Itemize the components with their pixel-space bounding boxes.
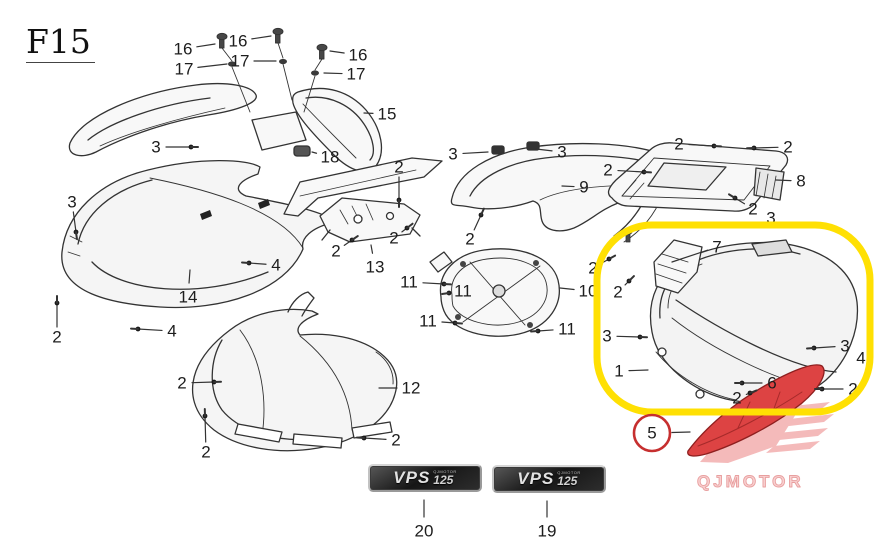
- frame-10-line-art: [429, 248, 560, 337]
- badge-vps-text: VPS: [517, 469, 555, 488]
- panel-12-line-art: [192, 291, 398, 452]
- badge-sub-brand: QJMOTOR: [557, 470, 581, 475]
- rear-carrier-line-art: [68, 27, 383, 173]
- badge-vps-text: VPS: [393, 468, 431, 487]
- rack-8-line-art: [607, 142, 789, 212]
- panel-14-line-art: [61, 160, 332, 309]
- badge-number: 125: [557, 474, 578, 488]
- trim-strip-line-art: [283, 157, 443, 217]
- bracket-13-line-art: [319, 197, 421, 243]
- figure-code: F15: [26, 22, 95, 63]
- watermark-brand-text: QJMOTOR: [697, 472, 804, 491]
- decal-badge-20: VPS QJMOTOR 125: [368, 464, 482, 492]
- badge-sub-brand: QJMOTOR: [433, 469, 457, 474]
- badge-number: 125: [433, 473, 454, 487]
- decal-badge-19: VPS QJMOTOR 125: [492, 465, 606, 493]
